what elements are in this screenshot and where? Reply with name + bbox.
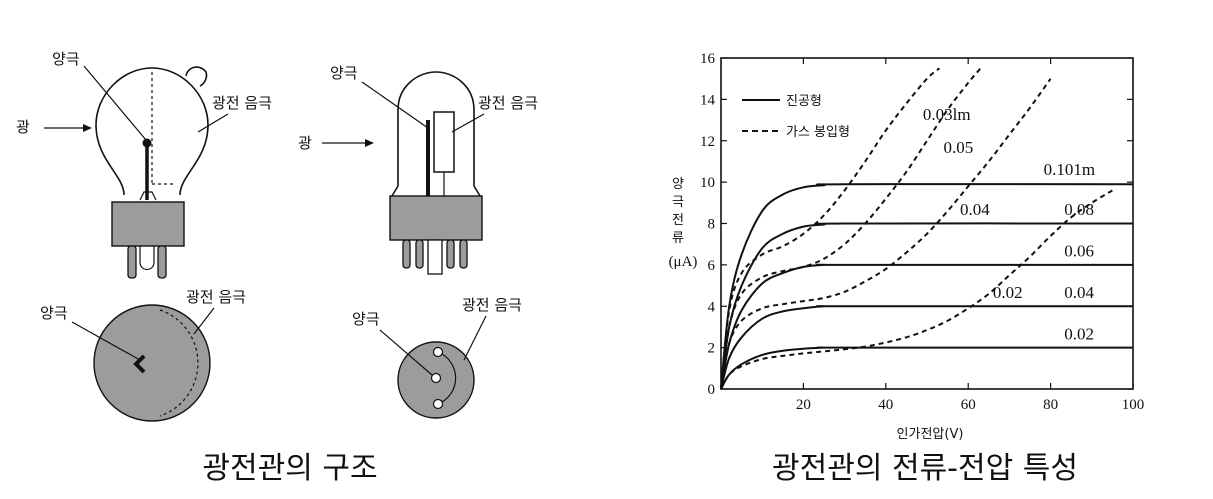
- pin: [446, 239, 455, 269]
- series-label: 0.02: [993, 283, 1023, 302]
- y-axis-label: 양 극 전 류 (μA): [669, 177, 698, 270]
- pin: [127, 245, 137, 279]
- y-axis-label-char: 류: [672, 231, 684, 246]
- y-tick-label: 12: [700, 134, 715, 150]
- x-tick-label: 20: [796, 397, 811, 413]
- anode-mark: [133, 354, 146, 374]
- legend-label-vacuum: 진공형: [786, 94, 822, 109]
- bulb-outline: [95, 67, 209, 196]
- light-label: 광: [16, 118, 30, 136]
- anode-label: 양극: [330, 64, 358, 82]
- arrowhead: [365, 139, 374, 147]
- series-label: 0.04: [1064, 283, 1094, 302]
- anode-leader: [361, 81, 429, 129]
- anode-label: 양극: [52, 50, 80, 68]
- pin: [415, 239, 424, 269]
- x-tick-label: 40: [878, 397, 893, 413]
- key: [427, 239, 443, 275]
- y-axis-label-char: 양: [672, 177, 684, 192]
- x-tick-label: 80: [1043, 397, 1058, 413]
- x-tick-label: 60: [961, 397, 976, 413]
- series-label: 0.02: [1064, 324, 1094, 343]
- photocathode-label: 광전 음극: [212, 94, 272, 112]
- cathode-arc: [437, 351, 457, 405]
- electrode-hole: [432, 346, 444, 358]
- y-tick-label: 0: [708, 382, 716, 398]
- y-axis-label-char: 전: [672, 213, 684, 228]
- series-label: 0.04: [960, 200, 990, 219]
- tube-neck: [391, 185, 481, 197]
- electrode-hole: [432, 398, 444, 410]
- photocathode-leader: [451, 113, 485, 133]
- vacuum-curve: [720, 183, 1134, 390]
- series-label: 0.05: [943, 138, 973, 157]
- stem: [139, 191, 157, 201]
- y-axis-unit: (μA): [669, 254, 698, 270]
- anode-leader: [71, 321, 141, 361]
- vacuum-curve: [720, 263, 1133, 390]
- series-labels: 0.101m 0.08 0.06 0.04 0.02 0.03lm 0.05 0.04 0.02: [923, 105, 1095, 343]
- photocathode-plate: [433, 111, 455, 173]
- series-label: 0.03lm: [923, 105, 971, 124]
- anode-bead: [142, 138, 152, 148]
- arrowhead: [83, 124, 92, 132]
- structure-diagram: 양극 광전 음극 광 양극 광전 음극 광: [16, 50, 538, 486]
- gas-filled-curve: [720, 67, 941, 390]
- pin: [157, 245, 167, 279]
- anode-leader: [83, 65, 147, 141]
- legend: 진공형 가스 봉입형: [742, 94, 850, 140]
- pin-loop: [139, 246, 155, 271]
- pin: [402, 239, 411, 269]
- y-tick-label: 4: [708, 299, 716, 315]
- base: [111, 201, 185, 247]
- gas-filled-curve: [720, 78, 1052, 390]
- y-tick-label: 6: [708, 258, 716, 274]
- chart-caption: 광전관의 전류-전압 특성: [772, 451, 1078, 486]
- light-label: 광: [298, 134, 312, 152]
- domed-tube-top-view: 양극 광전 음극: [352, 296, 522, 419]
- photocathode-label: 광전 음극: [478, 94, 538, 112]
- legend-label-gas: 가스 봉입형: [786, 125, 850, 140]
- y-tick-label: 8: [708, 217, 716, 233]
- electrode-hole: [430, 372, 442, 384]
- photocathode-leader: [463, 315, 487, 361]
- spherical-phototube: 양극 광전 음극 광: [16, 50, 272, 279]
- series-label: 0.08: [1064, 200, 1094, 219]
- vacuum-curve: [720, 222, 1134, 390]
- y-axis-label-char: 극: [672, 195, 684, 210]
- y-tick-label: 16: [700, 51, 716, 67]
- pin: [459, 239, 468, 269]
- x-tick-label: 100: [1122, 397, 1145, 413]
- spherical-tube-top-view: 양극 광전 음극: [40, 288, 246, 422]
- series-label: 0.101m: [1044, 160, 1095, 179]
- anode-label: 양극: [352, 310, 380, 328]
- vacuum-curve: [720, 346, 1133, 390]
- anode-label: 양극: [40, 304, 68, 322]
- domed-phototube: 양극 광전 음극 광: [298, 64, 538, 275]
- cathode-arc: [159, 309, 199, 417]
- photocathode-leader: [193, 307, 215, 335]
- photocathode-label: 광전 음극: [462, 296, 522, 314]
- y-tick-label: 14: [700, 92, 716, 108]
- x-axis-label: 인가전압(V): [897, 427, 964, 442]
- series-label: 0.06: [1064, 242, 1094, 261]
- structure-caption: 광전관의 구조: [202, 451, 377, 486]
- vacuum-curve: [720, 305, 1133, 390]
- y-tick-label: 10: [700, 175, 715, 191]
- base: [389, 195, 483, 241]
- y-tick-label: 2: [708, 341, 716, 357]
- tube-outline: [397, 71, 475, 186]
- anode-leader: [379, 329, 433, 376]
- photocathode-leader: [197, 113, 229, 133]
- series-layer: [720, 67, 1134, 390]
- bulb-nub: [185, 66, 208, 87]
- photocathode-label: 광전 음극: [186, 288, 246, 306]
- gas-filled-curve: [720, 189, 1113, 390]
- disc: [93, 304, 211, 422]
